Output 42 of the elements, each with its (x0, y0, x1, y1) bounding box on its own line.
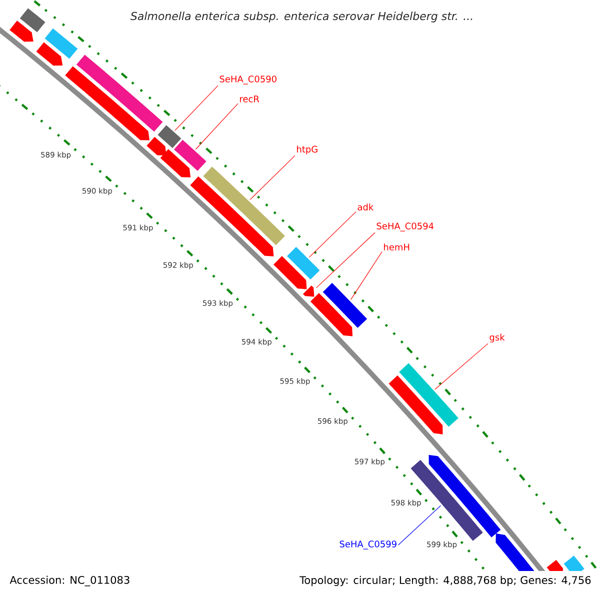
gene-block (388, 375, 443, 434)
leader-line (308, 211, 356, 258)
gene-bar (564, 556, 584, 571)
gene-block (36, 42, 63, 66)
gene-label: recR (240, 96, 260, 102)
leader-line (350, 251, 382, 300)
gene-label: gsk (490, 334, 505, 342)
gene-block (274, 256, 307, 290)
gene-bar (158, 125, 182, 148)
leader-line (174, 85, 218, 131)
genome-summary-text: Topology: circular; Length: 4,888,768 bp; Genes: 4,756 (298, 574, 593, 588)
gene-bar (20, 8, 46, 32)
gene-label: SeHA_C0590 (220, 76, 276, 84)
leader-line (398, 505, 442, 546)
gene-label: adk (358, 204, 374, 210)
gene-bar (174, 140, 206, 171)
title: Salmonella enterica subsp. enterica serovar Heidelberg str. ... (130, 12, 472, 22)
gene-block (496, 533, 534, 571)
gene-block (190, 176, 274, 256)
leader-line (250, 155, 296, 200)
gene-block (310, 293, 353, 336)
gene-block (428, 454, 501, 538)
gene-label: SeHA_C0594 (376, 222, 434, 232)
gene-bar (203, 166, 286, 246)
gene-label: hemH (384, 244, 410, 250)
leader-line (316, 232, 376, 288)
accession-text: Accession: NC_011083 (8, 574, 132, 588)
gene-bar (322, 282, 368, 328)
gene-block (146, 136, 166, 156)
gene-block (65, 66, 150, 140)
gene-label: SeHA_C0599 (340, 540, 396, 550)
gene-label: htpG (297, 146, 318, 154)
gene-bar (399, 363, 458, 427)
leader-line (195, 103, 238, 150)
gene-bar (286, 246, 320, 280)
gene-bar (76, 54, 163, 132)
gene-block (303, 286, 314, 297)
gene-block (546, 560, 564, 571)
leader-line (434, 343, 488, 390)
gene-block (160, 149, 191, 178)
gene-block (10, 20, 34, 42)
gene-bar (44, 28, 78, 59)
